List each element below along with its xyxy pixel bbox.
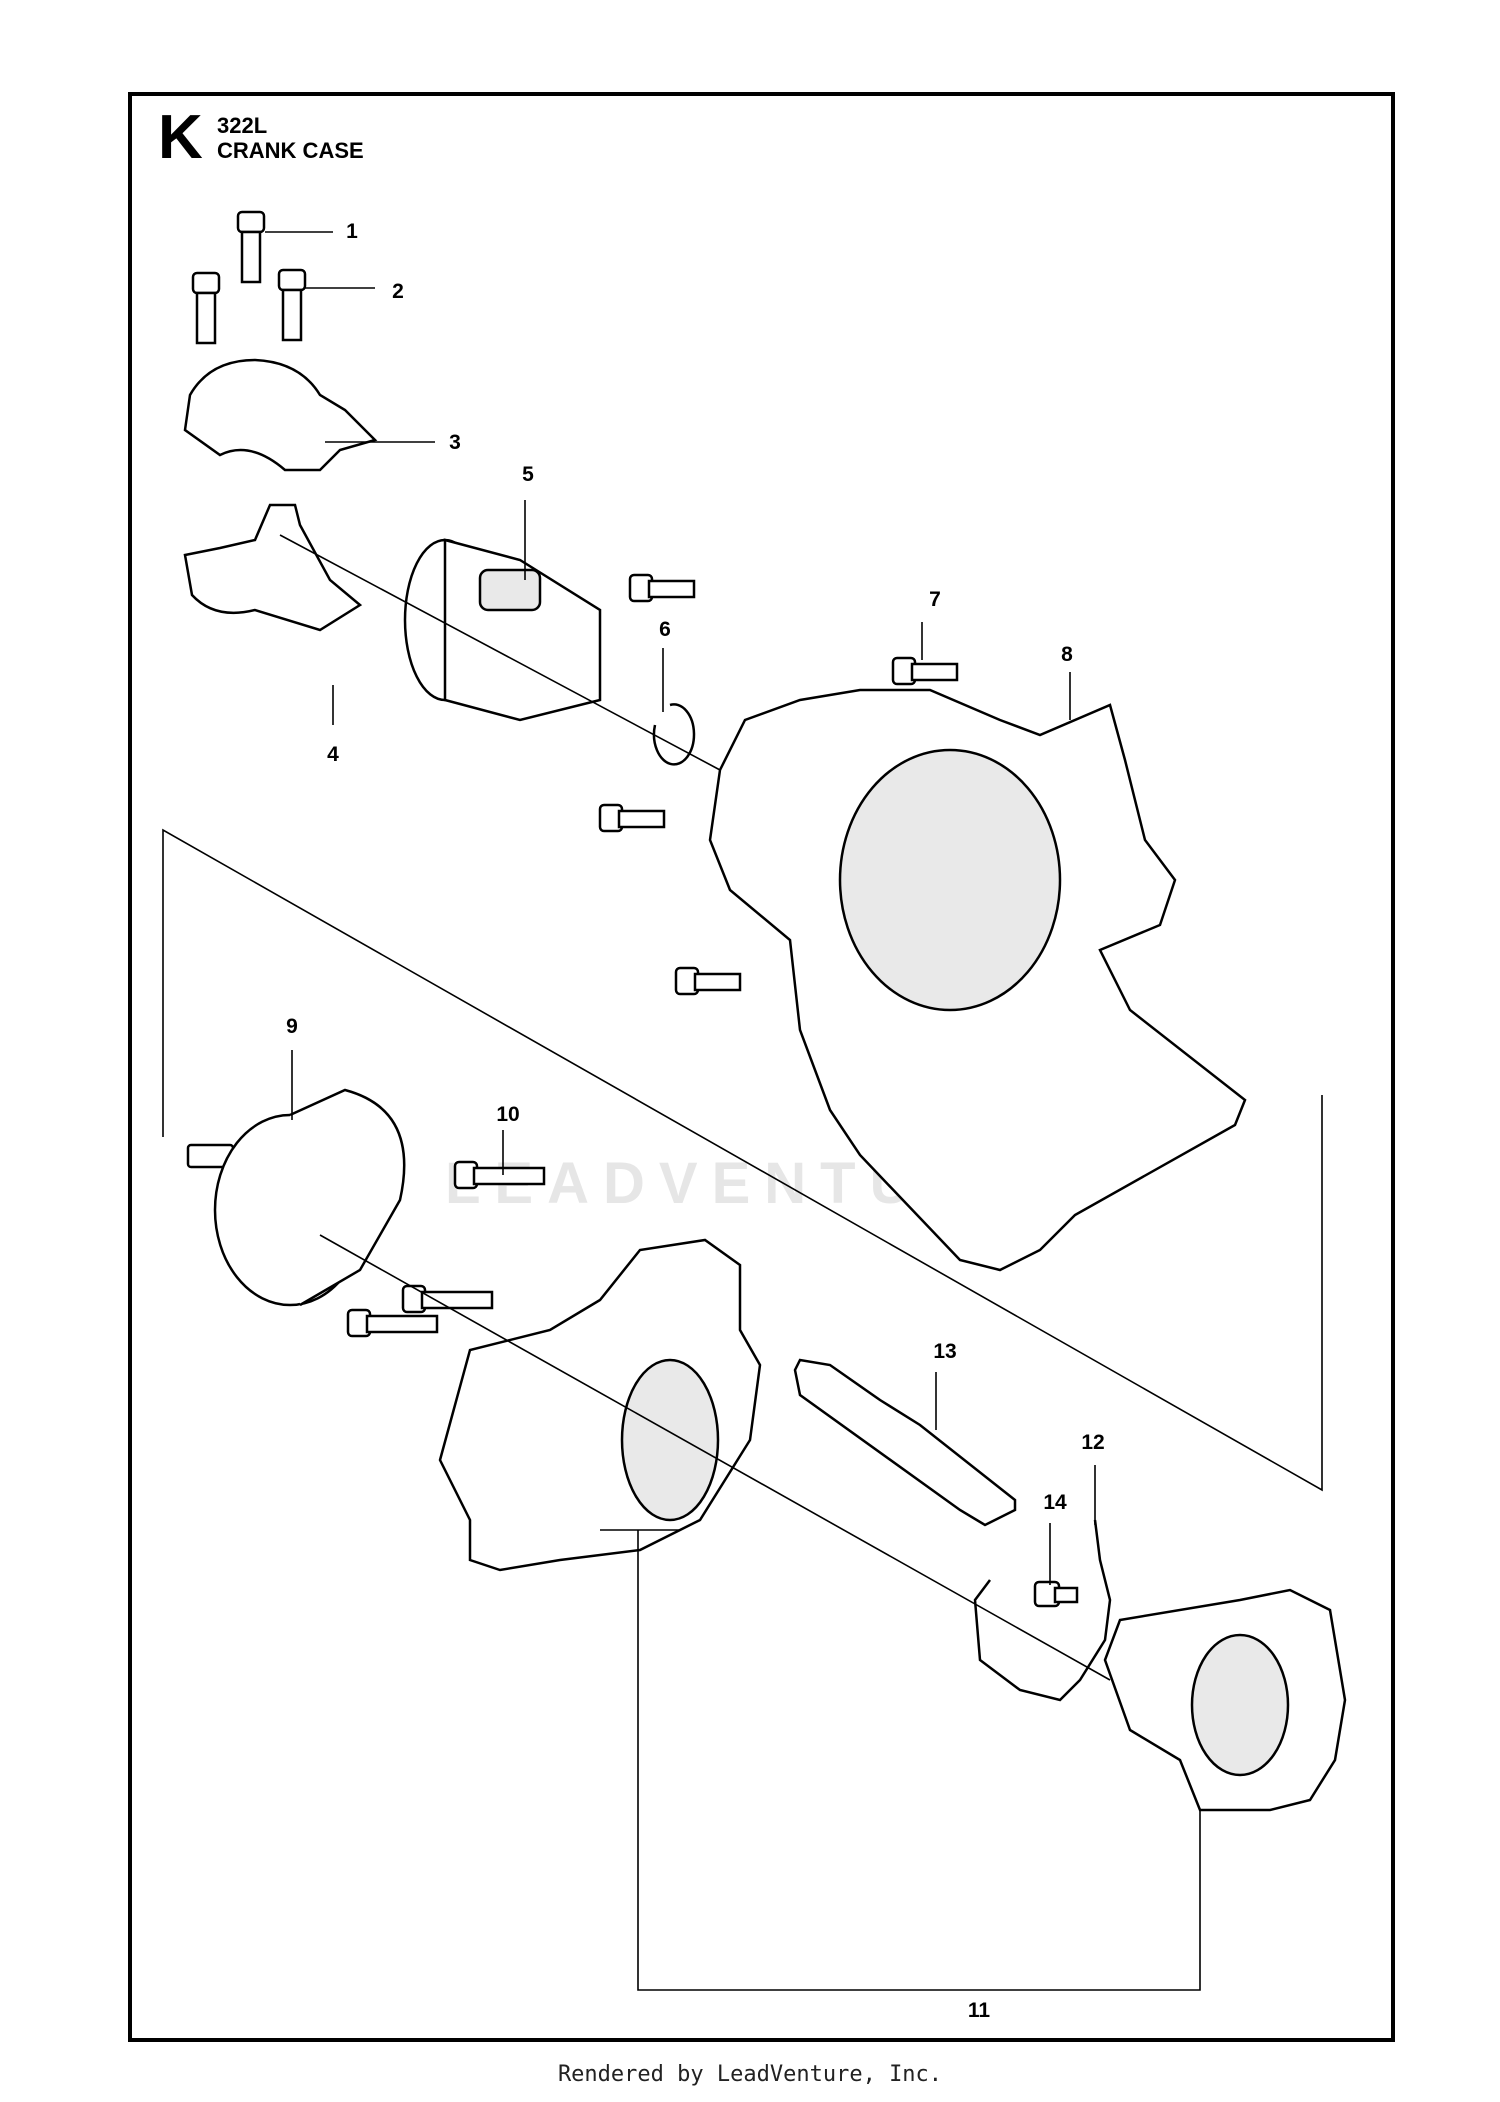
bolt-part-2a[interactable] [191,271,221,345]
callout-7[interactable]: 7 [929,588,941,611]
callout-6[interactable]: 6 [659,618,671,641]
bolt-part-2b[interactable] [277,268,307,342]
cover-plate-part-13[interactable] [793,1358,1017,1527]
callout-14[interactable]: 14 [1043,1491,1067,1514]
screw-part-7[interactable] [891,656,959,686]
callout-9[interactable]: 9 [286,1015,298,1038]
screw-part-10b[interactable] [401,1284,494,1314]
screw-part-7b[interactable] [628,573,696,603]
callout-3[interactable]: 3 [449,431,461,454]
cylinder-part-5[interactable] [403,538,602,722]
callout-10[interactable]: 10 [496,1103,520,1126]
callout-11[interactable]: 11 [967,1999,991,2022]
section-letter: K [158,103,203,172]
callout-8[interactable]: 8 [1061,643,1073,666]
screw-part-10[interactable] [453,1160,546,1190]
bearing-lower-part-4[interactable] [183,503,363,632]
gasket-part-12[interactable] [973,1519,1112,1702]
callout-13[interactable]: 13 [933,1340,957,1363]
callout-5[interactable]: 5 [522,463,534,486]
footer-credit: Rendered by LeadVenture, Inc. [557,2062,943,2087]
bearing-cap-part-3[interactable] [183,358,378,472]
section-title: CRANK CASE [217,138,364,163]
callout-2[interactable]: 2 [392,280,404,303]
bolt-part-14[interactable] [1033,1580,1079,1608]
screw-part-10c[interactable] [346,1308,439,1338]
circlip-part-6[interactable] [652,703,696,766]
clutch-drum-part-9[interactable] [186,1088,406,1307]
callout-1[interactable]: 1 [346,220,358,243]
leader-lines [162,231,1323,1991]
screw-part-7d[interactable] [674,966,742,996]
callout-4[interactable]: 4 [327,743,339,766]
diagram-frame [128,92,1395,2042]
bolt-part-1[interactable] [236,210,266,284]
callout-12[interactable]: 12 [1081,1431,1105,1454]
screw-part-7c[interactable] [598,803,666,833]
model-number: 322L [217,113,268,138]
